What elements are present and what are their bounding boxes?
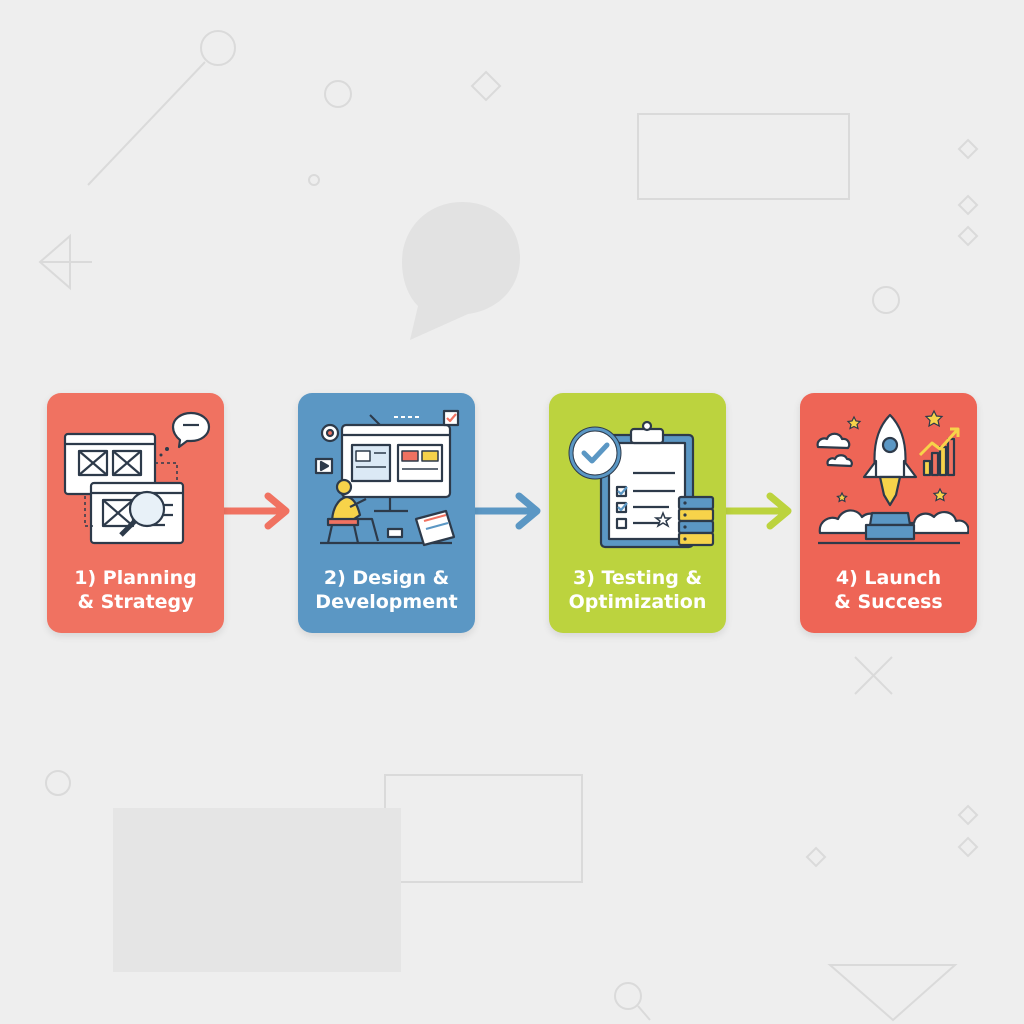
step-title-line2: & Success bbox=[834, 591, 943, 613]
step-title-line2: Optimization bbox=[568, 591, 707, 613]
step-title-line2: & Strategy bbox=[77, 591, 194, 613]
step-title-line1: 2) Design & bbox=[323, 567, 450, 589]
step-card-planning: 1) Planning & Strategy bbox=[47, 393, 224, 633]
step-label: 3) Testing & Optimization bbox=[555, 566, 720, 614]
step-card-design: 2) Design & Development bbox=[298, 393, 475, 633]
designer-at-computer-icon bbox=[314, 409, 460, 547]
rocket-launch-icon bbox=[816, 409, 969, 545]
step-card-launch: 4) Launch & Success bbox=[800, 393, 977, 633]
arrow-right-icon bbox=[475, 492, 541, 530]
step-title-line2: Development bbox=[315, 591, 458, 613]
step-label: 2) Design & Development bbox=[304, 566, 469, 614]
step-card-testing: 3) Testing & Optimization bbox=[549, 393, 726, 633]
wireframe-magnifier-icon bbox=[63, 411, 211, 545]
step-label: 1) Planning & Strategy bbox=[53, 566, 218, 614]
step-title-line1: 3) Testing & bbox=[572, 567, 703, 589]
step-title-line1: 4) Launch bbox=[835, 567, 942, 589]
step-label: 4) Launch & Success bbox=[806, 566, 971, 614]
arrow-right-icon bbox=[726, 492, 792, 530]
step-title-line1: 1) Planning bbox=[74, 567, 197, 589]
arrow-right-icon bbox=[224, 492, 290, 530]
checklist-clipboard-icon bbox=[568, 420, 715, 549]
